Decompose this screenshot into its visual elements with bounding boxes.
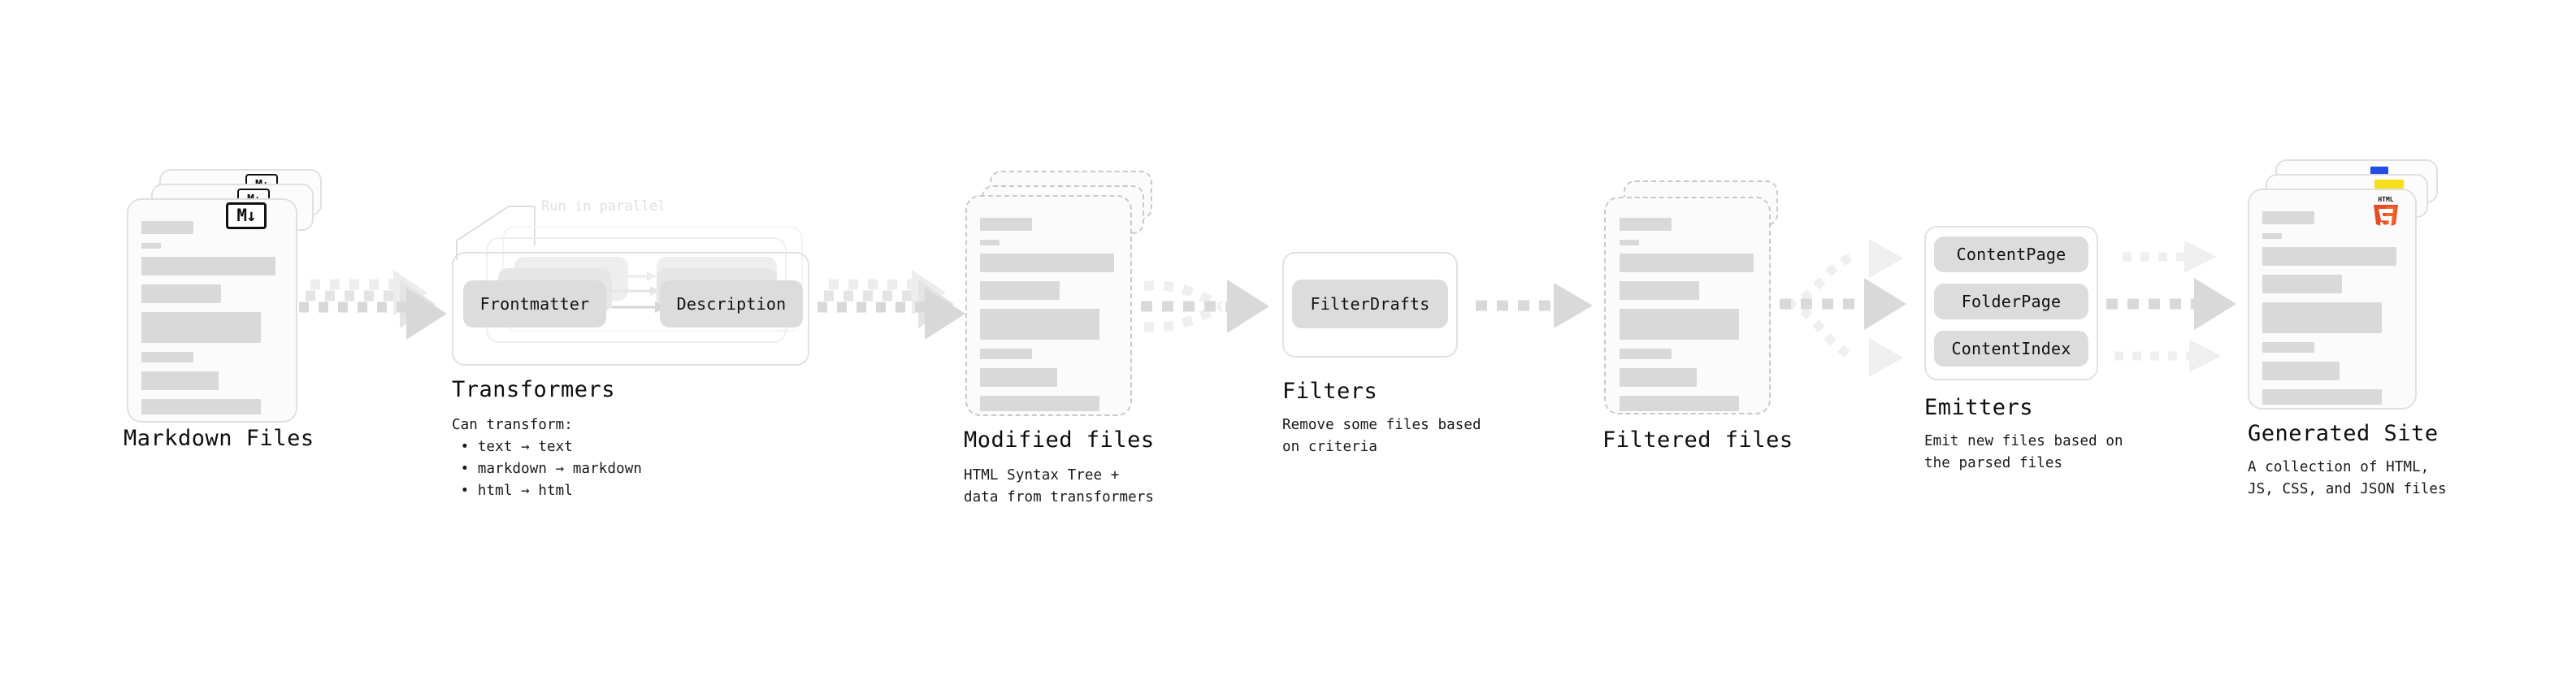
stage-description-filters: Remove some files based on criteria	[1282, 417, 1481, 456]
connector-modified-to-filters	[1141, 280, 1269, 333]
markdown-badge-text: M↓	[236, 206, 256, 225]
stage-description-generated-site: A collection of HTML, JS, CSS, and JSON …	[2248, 459, 2447, 498]
content-bar	[2262, 211, 2314, 224]
content-bar	[141, 284, 221, 303]
transformer-group-front	[452, 252, 809, 366]
connector-markdown-to-transformers	[299, 270, 447, 340]
stage-title-filters: Filters	[1282, 379, 1378, 404]
stage-description-transformers: Can transform: • text → text • markdown …	[452, 417, 642, 500]
emitter-node-label: ContentIndex	[1951, 339, 2071, 358]
content-bar	[980, 309, 1099, 340]
connector-transformers-to-modified	[817, 270, 965, 340]
run-in-parallel-label: Run in parallel	[541, 198, 666, 215]
content-bar	[141, 371, 219, 390]
content-bar	[1620, 368, 1697, 387]
content-bar	[2262, 233, 2282, 239]
content-bar	[1620, 309, 1739, 340]
markdown-badge-front: M↓	[226, 202, 267, 229]
content-bar	[2262, 302, 2382, 333]
stage-description-emitters: Emit new files based on the parsed files	[1924, 433, 2123, 472]
content-bar	[141, 221, 193, 234]
stage-title-generated-site: Generated Site	[2248, 421, 2439, 446]
connector-filters-to-filtered	[1476, 283, 1593, 328]
content-bar	[980, 281, 1060, 300]
modified-file-content-bars	[980, 218, 1126, 420]
stage-title-transformers: Transformers	[452, 377, 616, 402]
content-bar	[141, 257, 275, 275]
stage-description-modified-files: HTML Syntax Tree + data from transformer…	[964, 467, 1154, 506]
content-bar	[980, 240, 1000, 245]
emitter-node-folderpage[interactable]: FolderPage	[1934, 284, 2088, 319]
emitter-node-label: ContentPage	[1956, 245, 2066, 264]
stage-title-modified-files: Modified files	[964, 427, 1155, 453]
connector-filtered-to-emitters	[1780, 239, 1906, 377]
content-bar	[2262, 342, 2314, 353]
content-bar	[980, 218, 1032, 231]
content-bar	[1620, 218, 1672, 231]
content-bar	[1620, 349, 1672, 359]
content-bar	[1620, 396, 1739, 411]
generated-file-content-bars	[2262, 211, 2413, 414]
filtered-file-content-bars	[1620, 218, 1766, 420]
content-bar	[2262, 389, 2382, 405]
content-bar	[980, 349, 1032, 359]
transformer-node-frontmatter[interactable]: Frontmatter	[463, 280, 606, 327]
content-bar	[980, 368, 1057, 387]
content-bar	[980, 396, 1099, 411]
svg-text:HTML: HTML	[2378, 196, 2393, 203]
stage-title-markdown-files: Markdown Files	[124, 426, 314, 451]
content-bar	[2262, 362, 2340, 380]
html5-icon: HTML	[2374, 196, 2398, 228]
css-badge	[2370, 167, 2388, 175]
emitter-node-contentpage[interactable]: ContentPage	[1934, 236, 2088, 272]
content-bar	[1620, 240, 1639, 245]
content-bar	[2262, 247, 2396, 266]
content-bar	[1620, 281, 1699, 300]
content-bar	[1620, 254, 1754, 272]
transformer-node-label: Description	[676, 294, 787, 314]
stage-title-filtered-files: Filtered files	[1602, 427, 1793, 453]
transformer-node-description[interactable]: Description	[660, 280, 803, 327]
markdown-file-content-bars	[141, 221, 293, 423]
stage-title-emitters: Emitters	[1924, 395, 2034, 420]
content-bar	[980, 254, 1114, 272]
filter-node-label: FilterDrafts	[1310, 294, 1430, 314]
content-bar	[141, 243, 161, 249]
emitter-node-contentindex[interactable]: ContentIndex	[1934, 331, 2088, 367]
emitter-node-label: FolderPage	[1961, 292, 2062, 311]
content-bar	[2262, 275, 2342, 293]
content-bar	[141, 352, 193, 362]
content-bar	[141, 312, 261, 343]
filter-node-filterdrafts[interactable]: FilterDrafts	[1292, 280, 1448, 328]
transformer-node-label: Frontmatter	[479, 294, 590, 314]
connector-emitters-to-site	[2106, 241, 2236, 372]
content-bar	[141, 399, 261, 414]
